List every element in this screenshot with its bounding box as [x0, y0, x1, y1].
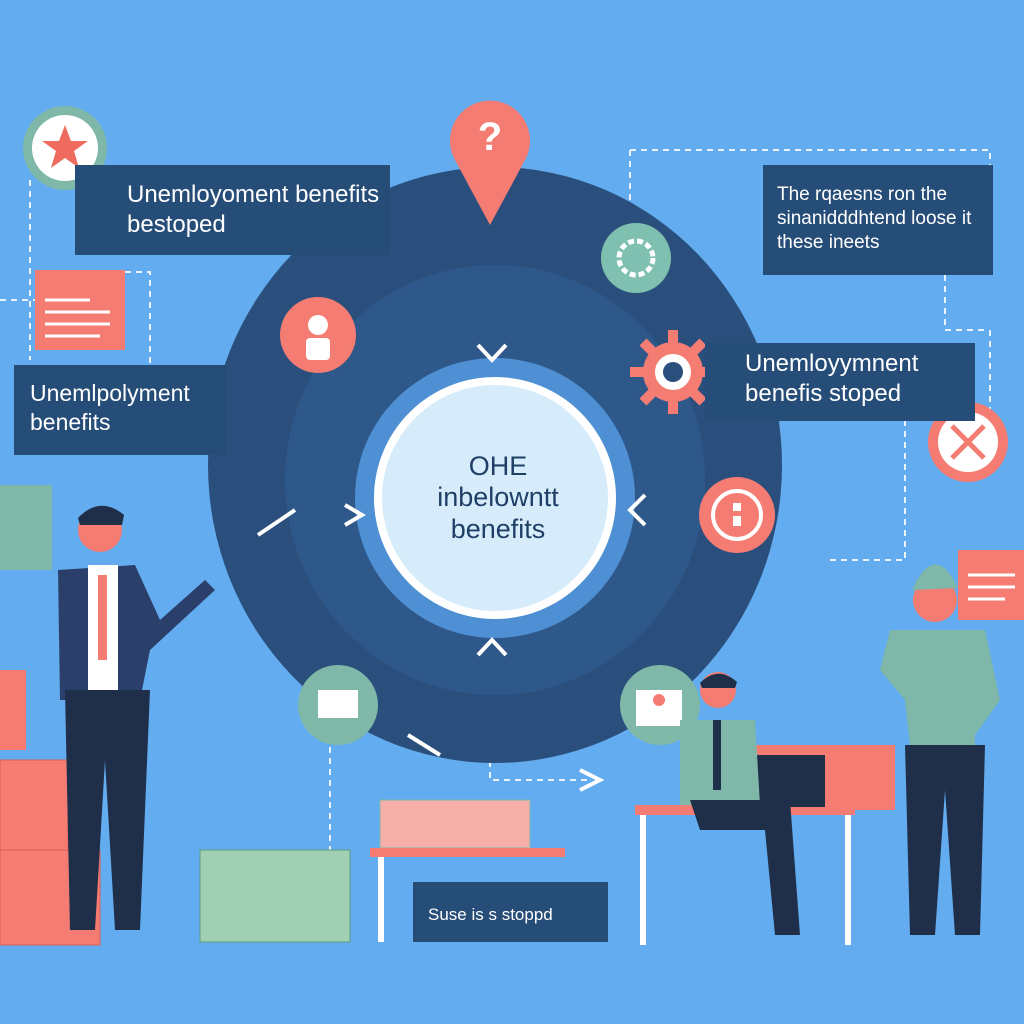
- document-cards: [0, 270, 1024, 620]
- sun-gear-icon: [630, 330, 716, 414]
- label-mid-right: Unemloyymnent benefis stoped: [705, 343, 975, 421]
- center-line-1: OHE: [468, 451, 528, 482]
- standing-person: [880, 564, 1000, 935]
- question-pin-icon: ?: [450, 100, 530, 225]
- info-icon: [699, 477, 775, 553]
- label-top-right: The rqaesns ron the sinanidddhtend loose…: [763, 165, 993, 275]
- gear-icon: [601, 223, 671, 293]
- presenter-person: [58, 505, 215, 930]
- arrows: [256, 343, 647, 792]
- center-title: OHE inbelowntt benefits: [393, 393, 603, 603]
- center-line-3: benefits: [450, 513, 546, 544]
- desk-person: [680, 672, 800, 935]
- center-line-2: inbelowntt: [437, 482, 559, 513]
- svg-text:?: ?: [478, 115, 502, 159]
- label-mid-left: Unemlpolyment benefits: [14, 365, 226, 455]
- x-close-icon: [928, 402, 1008, 482]
- person-icon: [280, 297, 356, 373]
- center-circle: [374, 377, 616, 619]
- label-top-left: Unemloyoment benefits bestoped: [75, 165, 390, 255]
- presenter-icon: [298, 665, 378, 745]
- label-bottom: Suse is s stoppd: [413, 882, 608, 942]
